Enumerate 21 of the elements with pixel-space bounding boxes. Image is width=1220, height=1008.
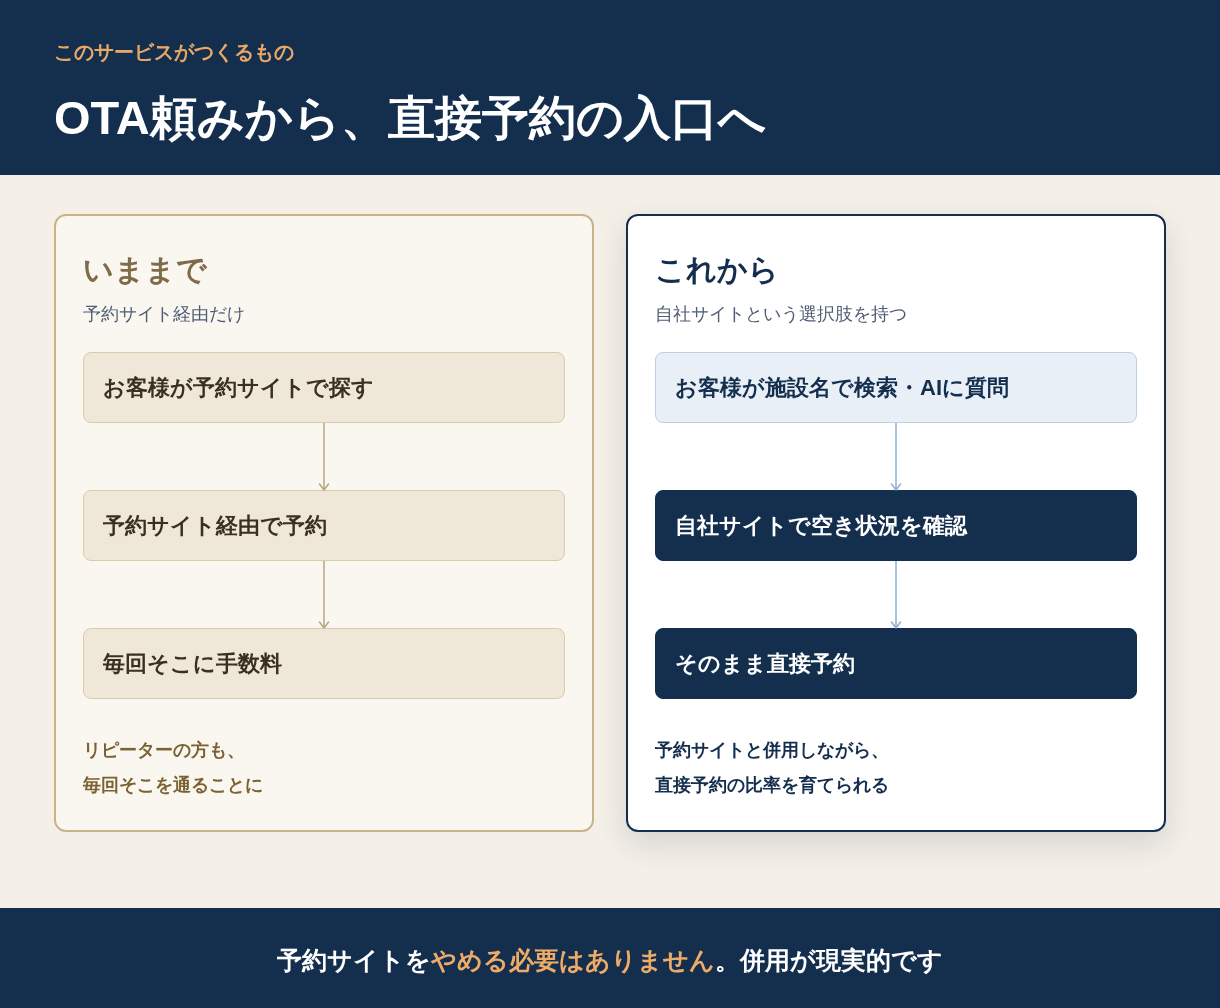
overline-label: このサービスがつくるもの: [54, 40, 294, 65]
step-box: 自社サイトで空き状況を確認: [655, 490, 1137, 561]
arrow: [318, 560, 330, 629]
panel-subtitle: 予約サイト経由だけ: [83, 303, 245, 326]
comparison-panel: [626, 214, 1166, 832]
step-box: 毎回そこに手数料: [83, 628, 565, 699]
page-title: OTA頼みから、直接予約の入口へ: [54, 90, 766, 146]
panel-subtitle: 自社サイトという選択肢を持つ: [655, 303, 907, 326]
step-box: お客様が予約サイトで探す: [83, 352, 565, 423]
step-box: 予約サイト経由で予約: [83, 490, 565, 561]
arrow: [890, 560, 902, 629]
footer-caption: 予約サイトをやめる必要はありません。併用が現実的です: [277, 945, 943, 976]
arrow: [890, 422, 902, 491]
panel-note: 予約サイトと併用しながら、直接予約の比率を育てられる: [655, 739, 890, 797]
panel-heading: いままで: [83, 252, 207, 288]
arrow: [318, 422, 330, 491]
panel-heading: これから: [655, 252, 779, 288]
step-box: お客様が施設名で検索・AIに質問: [655, 352, 1137, 423]
panel-note: リピーターの方も、毎回そこを通ることに: [83, 739, 264, 797]
step-box: そのまま直接予約: [655, 628, 1137, 699]
comparison-panel: [54, 214, 594, 832]
